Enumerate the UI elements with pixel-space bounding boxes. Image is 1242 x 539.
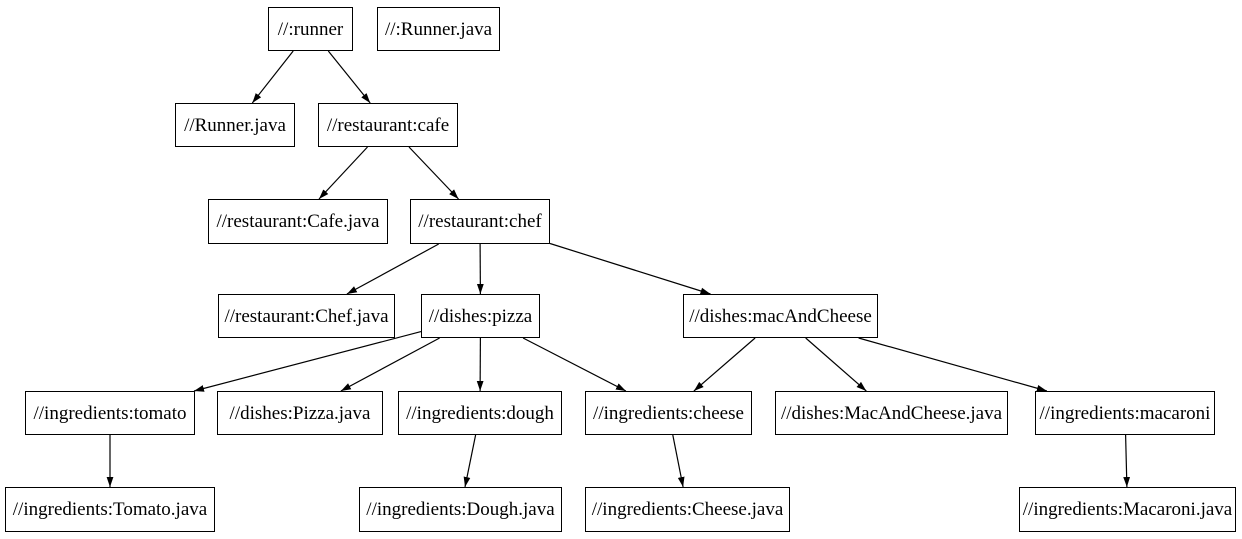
graph-node-label: //Runner.java — [184, 114, 286, 136]
graph-edge-pizza-to-tomato — [193, 331, 422, 392]
graph-edge-cafe-to-chef — [408, 146, 459, 200]
graph-node-label: //dishes:MacAndCheese.java — [780, 402, 1003, 424]
graph-edge-mac_and_cheese-to-cheese — [693, 337, 756, 392]
graph-node-dough_java: //ingredients:Dough.java — [359, 487, 562, 532]
edge-group — [106, 50, 1131, 488]
graph-node-label: //dishes:macAndCheese — [689, 305, 872, 327]
graph-edge-chef-to-chef_java — [346, 243, 439, 295]
graph-node-label: //:runner — [277, 18, 344, 40]
graph-node-tomato_java: //ingredients:Tomato.java — [5, 487, 215, 532]
graph-edge-macaroni-to-macaroni_java — [1123, 434, 1131, 488]
graph-node-mac_and_cheese: //dishes:macAndCheese — [683, 294, 878, 338]
graph-node-cafe: //restaurant:cafe — [318, 103, 458, 147]
graph-edge-dough-to-dough_java — [463, 434, 477, 488]
graph-node-label: //ingredients:dough — [406, 402, 554, 424]
graph-edge-cafe-to-cafe_java — [318, 146, 368, 200]
graph-node-cafe_java: //restaurant:Cafe.java — [208, 199, 388, 244]
graph-node-runner_java: //Runner.java — [175, 103, 295, 147]
graph-node-runner: //:runner — [268, 7, 353, 51]
graph-edge-mac_and_cheese-to-macaroni — [858, 337, 1048, 392]
graph-edge-chef-to-mac_and_cheese — [549, 242, 711, 295]
graph-node-label: //dishes:pizza — [428, 305, 533, 327]
graph-node-dough: //ingredients:dough — [398, 391, 562, 435]
graph-node-label: //restaurant:cafe — [326, 114, 450, 136]
graph-node-label: //ingredients:macaroni — [1039, 402, 1211, 424]
graph-edge-pizza-to-pizza_java — [340, 337, 440, 392]
graph-node-label: //ingredients:Macaroni.java — [1022, 499, 1233, 520]
graph-node-macaroni: //ingredients:macaroni — [1035, 391, 1215, 435]
graph-node-label: //restaurant:chef — [418, 211, 542, 232]
graph-edge-cheese-to-cheese_java — [672, 434, 685, 488]
graph-edge-runner-to-cafe — [327, 50, 371, 104]
graph-node-macaroni_java: //ingredients:Macaroni.java — [1019, 487, 1236, 532]
graph-node-runner_java_root: //:Runner.java — [377, 7, 500, 51]
graph-node-cheese: //ingredients:cheese — [585, 391, 752, 435]
graph-node-mac_and_cheese_java: //dishes:MacAndCheese.java — [775, 391, 1008, 435]
graph-node-tomato: //ingredients:tomato — [25, 391, 195, 435]
graph-node-label: //dishes:Pizza.java — [229, 402, 371, 424]
graph-node-label: //ingredients:tomato — [33, 402, 187, 424]
graph-node-label: //restaurant:Cafe.java — [216, 211, 380, 232]
graph-node-cheese_java: //ingredients:Cheese.java — [585, 487, 790, 532]
graph-node-label: //ingredients:Tomato.java — [12, 499, 208, 520]
graph-node-pizza: //dishes:pizza — [421, 294, 540, 338]
graph-edge-runner-to-runner_java — [251, 50, 294, 104]
graph-node-label: //ingredients:Dough.java — [366, 499, 555, 520]
graph-node-chef_java: //restaurant:Chef.java — [218, 294, 395, 338]
graph-node-pizza_java: //dishes:Pizza.java — [217, 391, 383, 435]
graph-edge-mac_and_cheese-to-mac_and_cheese_java — [805, 337, 867, 392]
graph-node-label: //restaurant:Chef.java — [224, 305, 389, 327]
graph-node-label: //ingredients:cheese — [593, 402, 744, 424]
graph-node-label: //ingredients:Cheese.java — [591, 499, 784, 520]
graph-edge-pizza-to-cheese — [522, 337, 627, 392]
graph-node-chef: //restaurant:chef — [410, 199, 550, 244]
graph-node-label: //:Runner.java — [384, 18, 493, 40]
